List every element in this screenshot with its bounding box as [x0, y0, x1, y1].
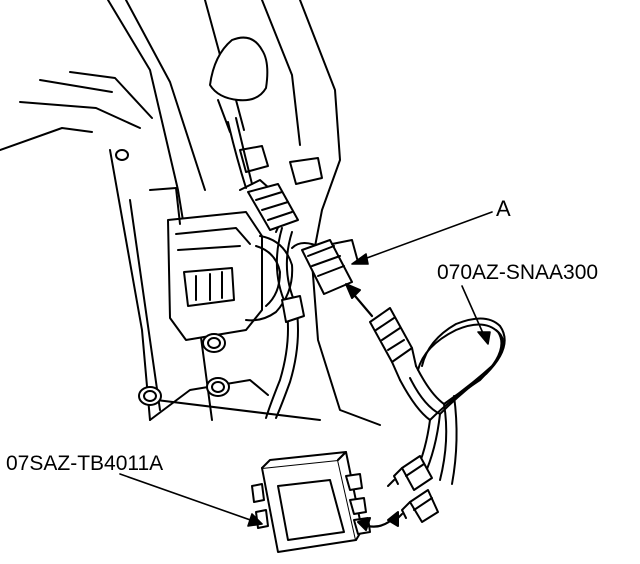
connect-arrow-up	[345, 283, 374, 318]
leader-lines	[119, 211, 493, 527]
seat-lever	[209, 36, 269, 133]
tester-box	[251, 451, 371, 553]
connect-arrow-tester	[357, 511, 399, 531]
bracket-assembly	[149, 179, 294, 341]
upper-connector	[227, 117, 299, 231]
callout-harness-part-number: 070AZ-SNAA300	[437, 261, 599, 284]
callout-connector-a: A	[496, 196, 511, 221]
connector-a	[301, 239, 359, 295]
arrowhead-a	[351, 253, 369, 265]
callout-tester-part-number: 07SAZ-TB4011A	[6, 452, 164, 475]
wire-harness	[265, 227, 323, 419]
test-probe-plugs	[387, 455, 439, 523]
arrowhead-harness	[477, 331, 491, 345]
arrowhead-tester	[247, 513, 263, 527]
harness-tool-connector	[369, 307, 417, 381]
door-pillar-panel	[0, 0, 381, 426]
harness-cable-coil	[399, 317, 506, 485]
bolt-heads	[115, 149, 230, 406]
harness-clip	[239, 145, 323, 185]
